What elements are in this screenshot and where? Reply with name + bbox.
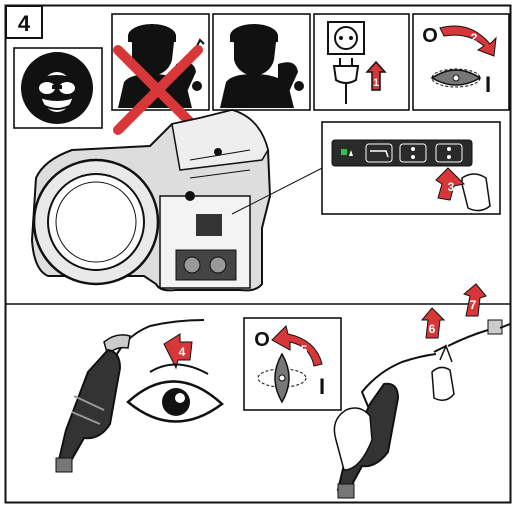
badge-4-label: 4	[179, 345, 186, 359]
safety-goggles-icon	[21, 52, 93, 124]
safety-goggles-panel	[14, 48, 102, 128]
switch-off-symbol: O	[422, 25, 438, 47]
badge-6-label: 6	[429, 322, 436, 336]
step-number: 4	[18, 11, 31, 36]
gas-test-icon	[366, 144, 392, 162]
control-panel-callout: 3	[322, 122, 500, 214]
badge-1-label: 1	[373, 77, 379, 89]
badge-7-label: 7	[470, 298, 477, 312]
badge-3-label: 3	[448, 180, 455, 194]
switch-on-symbol: I	[485, 72, 491, 97]
step-number-box: 4	[6, 6, 42, 38]
with-helmet-panel	[213, 14, 310, 110]
power-socket-icon	[328, 22, 364, 54]
main-switch-icon	[432, 69, 480, 87]
badge-2-label: 2	[471, 31, 478, 45]
wire-feed-icon	[400, 144, 426, 162]
badge-5-label: 5	[301, 343, 308, 357]
switch-on-panel: O I 2	[413, 14, 509, 110]
switch-off-panel: O I 5	[244, 318, 341, 410]
switch-off-symbol-2: O	[254, 329, 270, 351]
wire-retract-icon	[436, 144, 462, 162]
switch-on-symbol-2: I	[319, 374, 325, 399]
plug-in-panel: 1	[314, 14, 409, 110]
